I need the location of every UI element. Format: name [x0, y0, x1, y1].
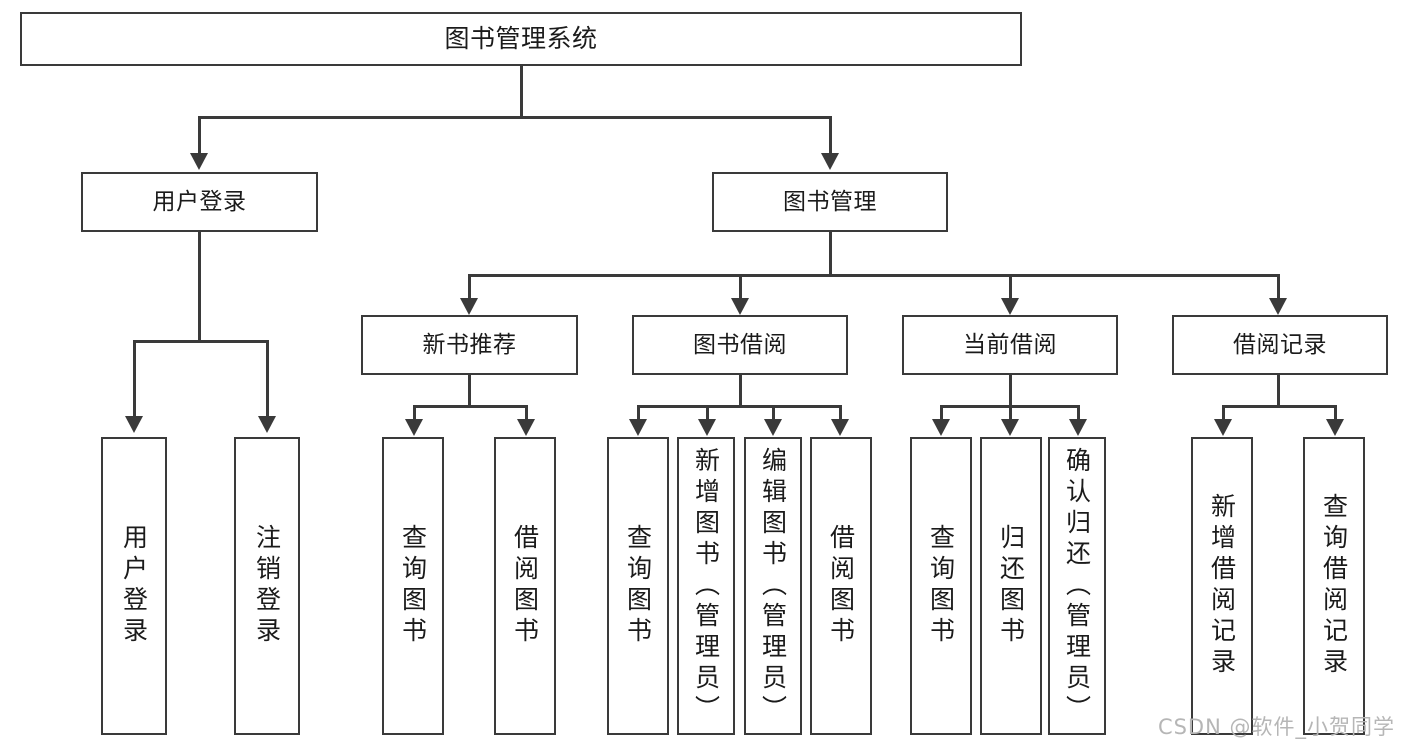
connector-book-management-stem [829, 232, 832, 276]
arrow-bm-to-current-borrow [1001, 298, 1019, 315]
leaf-nbr-query-book[interactable]: 查询图书 [382, 437, 444, 735]
leaf-cb-query-book[interactable]: 查询图书 [910, 437, 972, 735]
connector-bm-drop-new-book [468, 274, 471, 300]
arrow-bm-to-borrow-record [1269, 298, 1287, 315]
node-label: 编辑图书（管理员） [758, 446, 788, 726]
connector-bb-stem [739, 375, 742, 407]
arrow-bm-to-book-borrow [731, 298, 749, 315]
connector-bm-drop-borrow-record [1277, 274, 1280, 300]
connector-nbr-bus [413, 405, 528, 408]
connector-br-drop-1 [1222, 405, 1225, 421]
arrow-bb-to-leaf-3 [764, 419, 782, 436]
connector-nbr-stem [468, 375, 471, 407]
connector-bb-drop-1 [637, 405, 640, 421]
node-label: 查询借阅记录 [1319, 493, 1349, 679]
arrow-nbr-to-leaf-2 [517, 419, 535, 436]
connector-br-stem [1277, 375, 1280, 407]
connector-bb-drop-3 [772, 405, 775, 421]
csdn-watermark: CSDN @软件_小贺同学 [1157, 715, 1395, 739]
arrow-user-login-to-leaf-1 [125, 416, 143, 433]
node-label: 借阅图书 [510, 524, 540, 648]
connector-nbr-drop-2 [525, 405, 528, 421]
connector-user-login-bus [133, 340, 268, 343]
connector-user-login-stem [198, 232, 201, 342]
connector-root-stem [520, 66, 523, 118]
node-new-book-recommend[interactable]: 新书推荐 [361, 315, 578, 375]
node-book-management[interactable]: 图书管理 [712, 172, 948, 232]
node-current-borrow[interactable]: 当前借阅 [902, 315, 1118, 375]
connector-cb-drop-3 [1077, 405, 1080, 421]
arrow-bb-to-leaf-1 [629, 419, 647, 436]
leaf-br-add-record[interactable]: 新增借阅记录 [1191, 437, 1253, 735]
connector-bb-drop-4 [839, 405, 842, 421]
arrow-bb-to-leaf-2 [698, 419, 716, 436]
arrow-br-to-leaf-2 [1326, 419, 1344, 436]
arrow-bb-to-leaf-4 [831, 419, 849, 436]
arrow-user-login-to-leaf-2 [258, 416, 276, 433]
arrow-cb-to-leaf-1 [932, 419, 950, 436]
node-borrow-record[interactable]: 借阅记录 [1172, 315, 1388, 375]
node-label: 图书管理 [783, 188, 877, 215]
connector-cb-drop-1 [940, 405, 943, 421]
connector-cb-drop-2 [1009, 405, 1012, 421]
connector-br-bus [1222, 405, 1337, 408]
arrow-nbr-to-leaf-1 [405, 419, 423, 436]
node-label: 注销登录 [252, 524, 282, 648]
arrow-cb-to-leaf-2 [1001, 419, 1019, 436]
node-label: 图书借阅 [693, 331, 787, 358]
node-label: 借阅记录 [1233, 331, 1327, 358]
connector-bm-drop-book-borrow [739, 274, 742, 300]
node-label: 查询图书 [926, 524, 956, 648]
connector-bm-drop-current-borrow [1009, 274, 1012, 300]
node-label: 新书推荐 [422, 331, 517, 358]
leaf-nbr-borrow-book[interactable]: 借阅图书 [494, 437, 556, 735]
leaf-bb-edit-book-admin[interactable]: 编辑图书（管理员） [744, 437, 802, 735]
connector-book-management-bus [468, 274, 1280, 277]
arrow-br-to-leaf-1 [1214, 419, 1232, 436]
leaf-user-login-login[interactable]: 用户登录 [101, 437, 167, 735]
node-label: 用户登录 [152, 188, 247, 215]
node-label: 归还图书 [996, 524, 1026, 648]
node-label: 查询图书 [398, 524, 428, 648]
connector-root-drop-user-login [198, 116, 201, 155]
node-label: 图书管理系统 [444, 23, 598, 53]
arrow-cb-to-leaf-3 [1069, 419, 1087, 436]
node-root-book-management-system[interactable]: 图书管理系统 [20, 12, 1022, 66]
arrow-root-to-user-login [190, 153, 208, 170]
leaf-bb-add-book-admin[interactable]: 新增图书（管理员） [677, 437, 735, 735]
node-label: 确认归还（管理员） [1062, 446, 1092, 726]
arrow-bm-to-new-book-recommend [460, 298, 478, 315]
node-label: 新增图书（管理员） [691, 446, 721, 726]
node-label: 当前借阅 [963, 331, 1057, 358]
node-book-borrow[interactable]: 图书借阅 [632, 315, 848, 375]
connector-bb-drop-2 [706, 405, 709, 421]
leaf-bb-borrow-book[interactable]: 借阅图书 [810, 437, 872, 735]
node-user-login[interactable]: 用户登录 [81, 172, 318, 232]
node-label: 用户登录 [119, 524, 149, 648]
connector-cb-stem [1009, 375, 1012, 407]
leaf-cb-confirm-return-admin[interactable]: 确认归还（管理员） [1048, 437, 1106, 735]
arrow-root-to-book-management [821, 153, 839, 170]
leaf-cb-return-book[interactable]: 归还图书 [980, 437, 1042, 735]
connector-root-bus [198, 116, 832, 119]
connector-user-login-drop-1 [133, 340, 136, 418]
node-label: 新增借阅记录 [1207, 493, 1237, 679]
connector-nbr-drop-1 [413, 405, 416, 421]
node-label: 查询图书 [623, 524, 653, 648]
connector-br-drop-2 [1334, 405, 1337, 421]
connector-user-login-drop-2 [266, 340, 269, 418]
connector-root-drop-book-management [829, 116, 832, 155]
node-label: 借阅图书 [826, 524, 856, 648]
leaf-br-query-record[interactable]: 查询借阅记录 [1303, 437, 1365, 735]
connector-bb-bus [637, 405, 842, 408]
leaf-user-login-logout[interactable]: 注销登录 [234, 437, 300, 735]
leaf-bb-query-book[interactable]: 查询图书 [607, 437, 669, 735]
